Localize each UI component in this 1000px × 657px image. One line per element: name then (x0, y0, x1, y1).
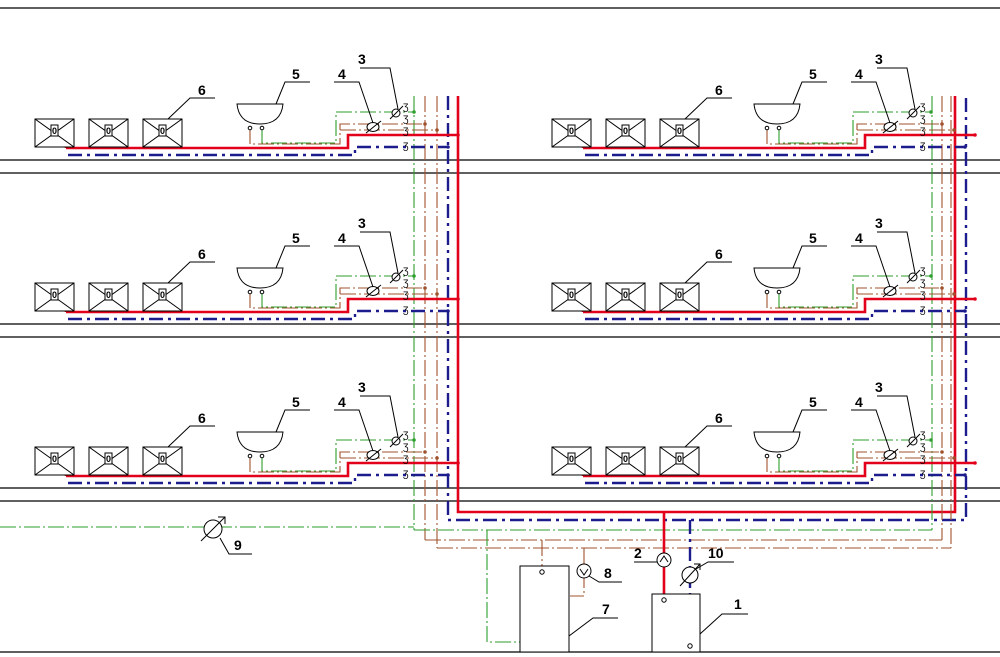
label-tap: 3 (875, 51, 883, 67)
label-sink: 5 (809, 230, 817, 246)
svg-text:0: 0 (52, 126, 57, 136)
label-radiator: 6 (198, 82, 206, 98)
label-tap: 3 (875, 215, 883, 231)
svg-text:0: 0 (52, 290, 57, 300)
boiler (651, 593, 701, 653)
hot-water-meter-icon (679, 561, 734, 587)
label-meter: 4 (855, 394, 863, 410)
svg-text:0: 0 (106, 290, 111, 300)
svg-text:0: 0 (623, 126, 628, 136)
svg-text:0: 0 (106, 454, 111, 464)
label-radiator: 6 (715, 410, 723, 426)
floor-2-left-unit (33, 230, 462, 321)
label-meter: 4 (338, 230, 346, 246)
label-cold-water-meter: 9 (234, 537, 242, 553)
svg-text:0: 0 (677, 454, 682, 464)
label-sink: 5 (292, 394, 300, 410)
label-sink: 5 (809, 394, 817, 410)
label-radiator: 6 (198, 410, 206, 426)
svg-text:0: 0 (623, 454, 628, 464)
svg-text:0: 0 (160, 290, 165, 300)
floor-1-left-unit (33, 394, 462, 485)
label-hot-water-meter: 10 (708, 545, 724, 561)
radiator-marks: 0 0 0 0 0 0 0 0 0 0 0 0 0 0 0 0 0 0 (52, 126, 682, 464)
label-meter: 4 (855, 66, 863, 82)
label-tap: 3 (875, 379, 883, 395)
label-boiler: 1 (734, 596, 742, 612)
label-meter: 4 (855, 230, 863, 246)
svg-text:0: 0 (677, 126, 682, 136)
pump-icon (576, 563, 622, 583)
floor-3-left-unit (33, 66, 462, 157)
label-sink: 5 (292, 66, 300, 82)
svg-text:0: 0 (623, 290, 628, 300)
cold-water-meter-icon (200, 516, 252, 555)
svg-text:0: 0 (160, 454, 165, 464)
svg-text:0: 0 (52, 454, 57, 464)
label-radiator: 6 (715, 246, 723, 262)
label-radiator: 6 (198, 246, 206, 262)
svg-text:0: 0 (569, 454, 574, 464)
storage-tank (519, 565, 570, 653)
floor-2-right-unit (550, 230, 979, 321)
svg-text:0: 0 (106, 126, 111, 136)
floor-slabs (0, 159, 1000, 653)
label-pump: 8 (604, 565, 612, 581)
floor-3-right-unit (550, 66, 979, 157)
label-radiator: 6 (715, 82, 723, 98)
svg-text:0: 0 (569, 290, 574, 300)
svg-text:0: 0 (677, 290, 682, 300)
label-tank: 7 (602, 601, 610, 617)
label-main-meter: 2 (634, 545, 642, 561)
label-sink: 5 (809, 66, 817, 82)
risers (0, 96, 968, 646)
svg-text:0: 0 (569, 126, 574, 136)
svg-text:0: 0 (160, 126, 165, 136)
label-meter: 4 (338, 394, 346, 410)
label-meter: 4 (338, 66, 346, 82)
main-heat-meter-icon (634, 552, 672, 568)
label-sink: 5 (292, 230, 300, 246)
label-tap: 3 (358, 51, 366, 67)
label-tap: 3 (358, 215, 366, 231)
label-tap: 3 (358, 379, 366, 395)
floor-1-right-unit (550, 394, 979, 485)
unit-callout-labels: 6 5 4 3 6 5 4 3 6 5 4 3 6 5 4 3 6 5 4 3 … (198, 51, 883, 426)
